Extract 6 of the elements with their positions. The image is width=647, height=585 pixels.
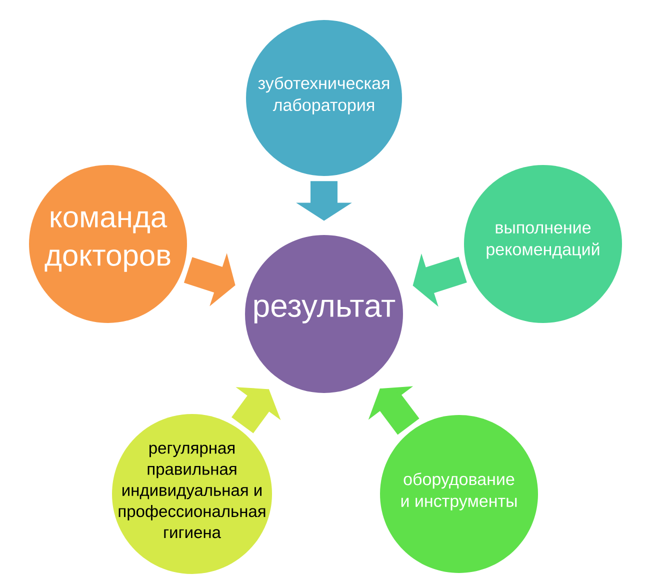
circle-node: результат: [245, 234, 403, 393]
circle-node: оборудование и инструменты: [380, 414, 538, 573]
circle-node: регулярная правильная индивидуальная и профессиональная гигиена: [112, 414, 272, 574]
circle-node: зуботехническая лаборатория: [246, 20, 402, 176]
circle-node: выполнение рекомендаций: [464, 165, 622, 323]
circle-node: команда докторов: [29, 165, 187, 323]
